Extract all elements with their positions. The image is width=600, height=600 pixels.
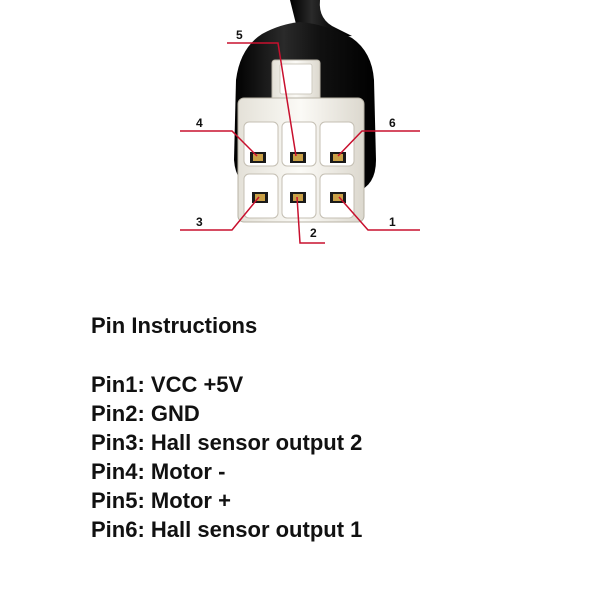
leader-line-6	[337, 130, 420, 157]
leader-line-1	[338, 196, 420, 231]
terminal-3	[252, 192, 268, 203]
pin-label-1: 1	[389, 215, 396, 229]
pin-instruction-1: Pin1: VCC +5V	[91, 372, 244, 397]
pin-instruction-5: Pin5: Motor +	[91, 488, 231, 513]
pin-label-2: 2	[310, 226, 317, 240]
pin-label-3: 3	[196, 215, 203, 229]
pin-label-4: 4	[196, 116, 203, 130]
leader-line-3	[180, 196, 260, 231]
leader-line-2	[296, 196, 325, 244]
pin-label-6: 6	[389, 116, 396, 130]
leader-line-4	[180, 130, 258, 157]
pin-instruction-2: Pin2: GND	[91, 401, 200, 426]
pin-label-5: 5	[236, 28, 243, 42]
leader-line-5	[227, 42, 297, 157]
pin-instruction-6: Pin6: Hall sensor output 1	[91, 517, 363, 542]
terminal-6	[330, 152, 346, 163]
terminal-2	[290, 192, 306, 203]
connector-diagram: 5 4 6 3 2 1	[180, 0, 420, 244]
instructions-heading: Pin Instructions	[91, 313, 258, 338]
terminal-4	[250, 152, 266, 163]
terminal-1	[330, 192, 346, 203]
terminal-5	[290, 152, 306, 163]
pin-instruction-3: Pin3: Hall sensor output 2	[91, 430, 363, 455]
leader-lines	[180, 42, 420, 244]
pin-instruction-4: Pin4: Motor -	[91, 459, 226, 484]
pin-instructions: Pin Instructions Pin1: VCC +5V Pin2: GND…	[91, 311, 571, 544]
connector-housing	[237, 59, 365, 223]
